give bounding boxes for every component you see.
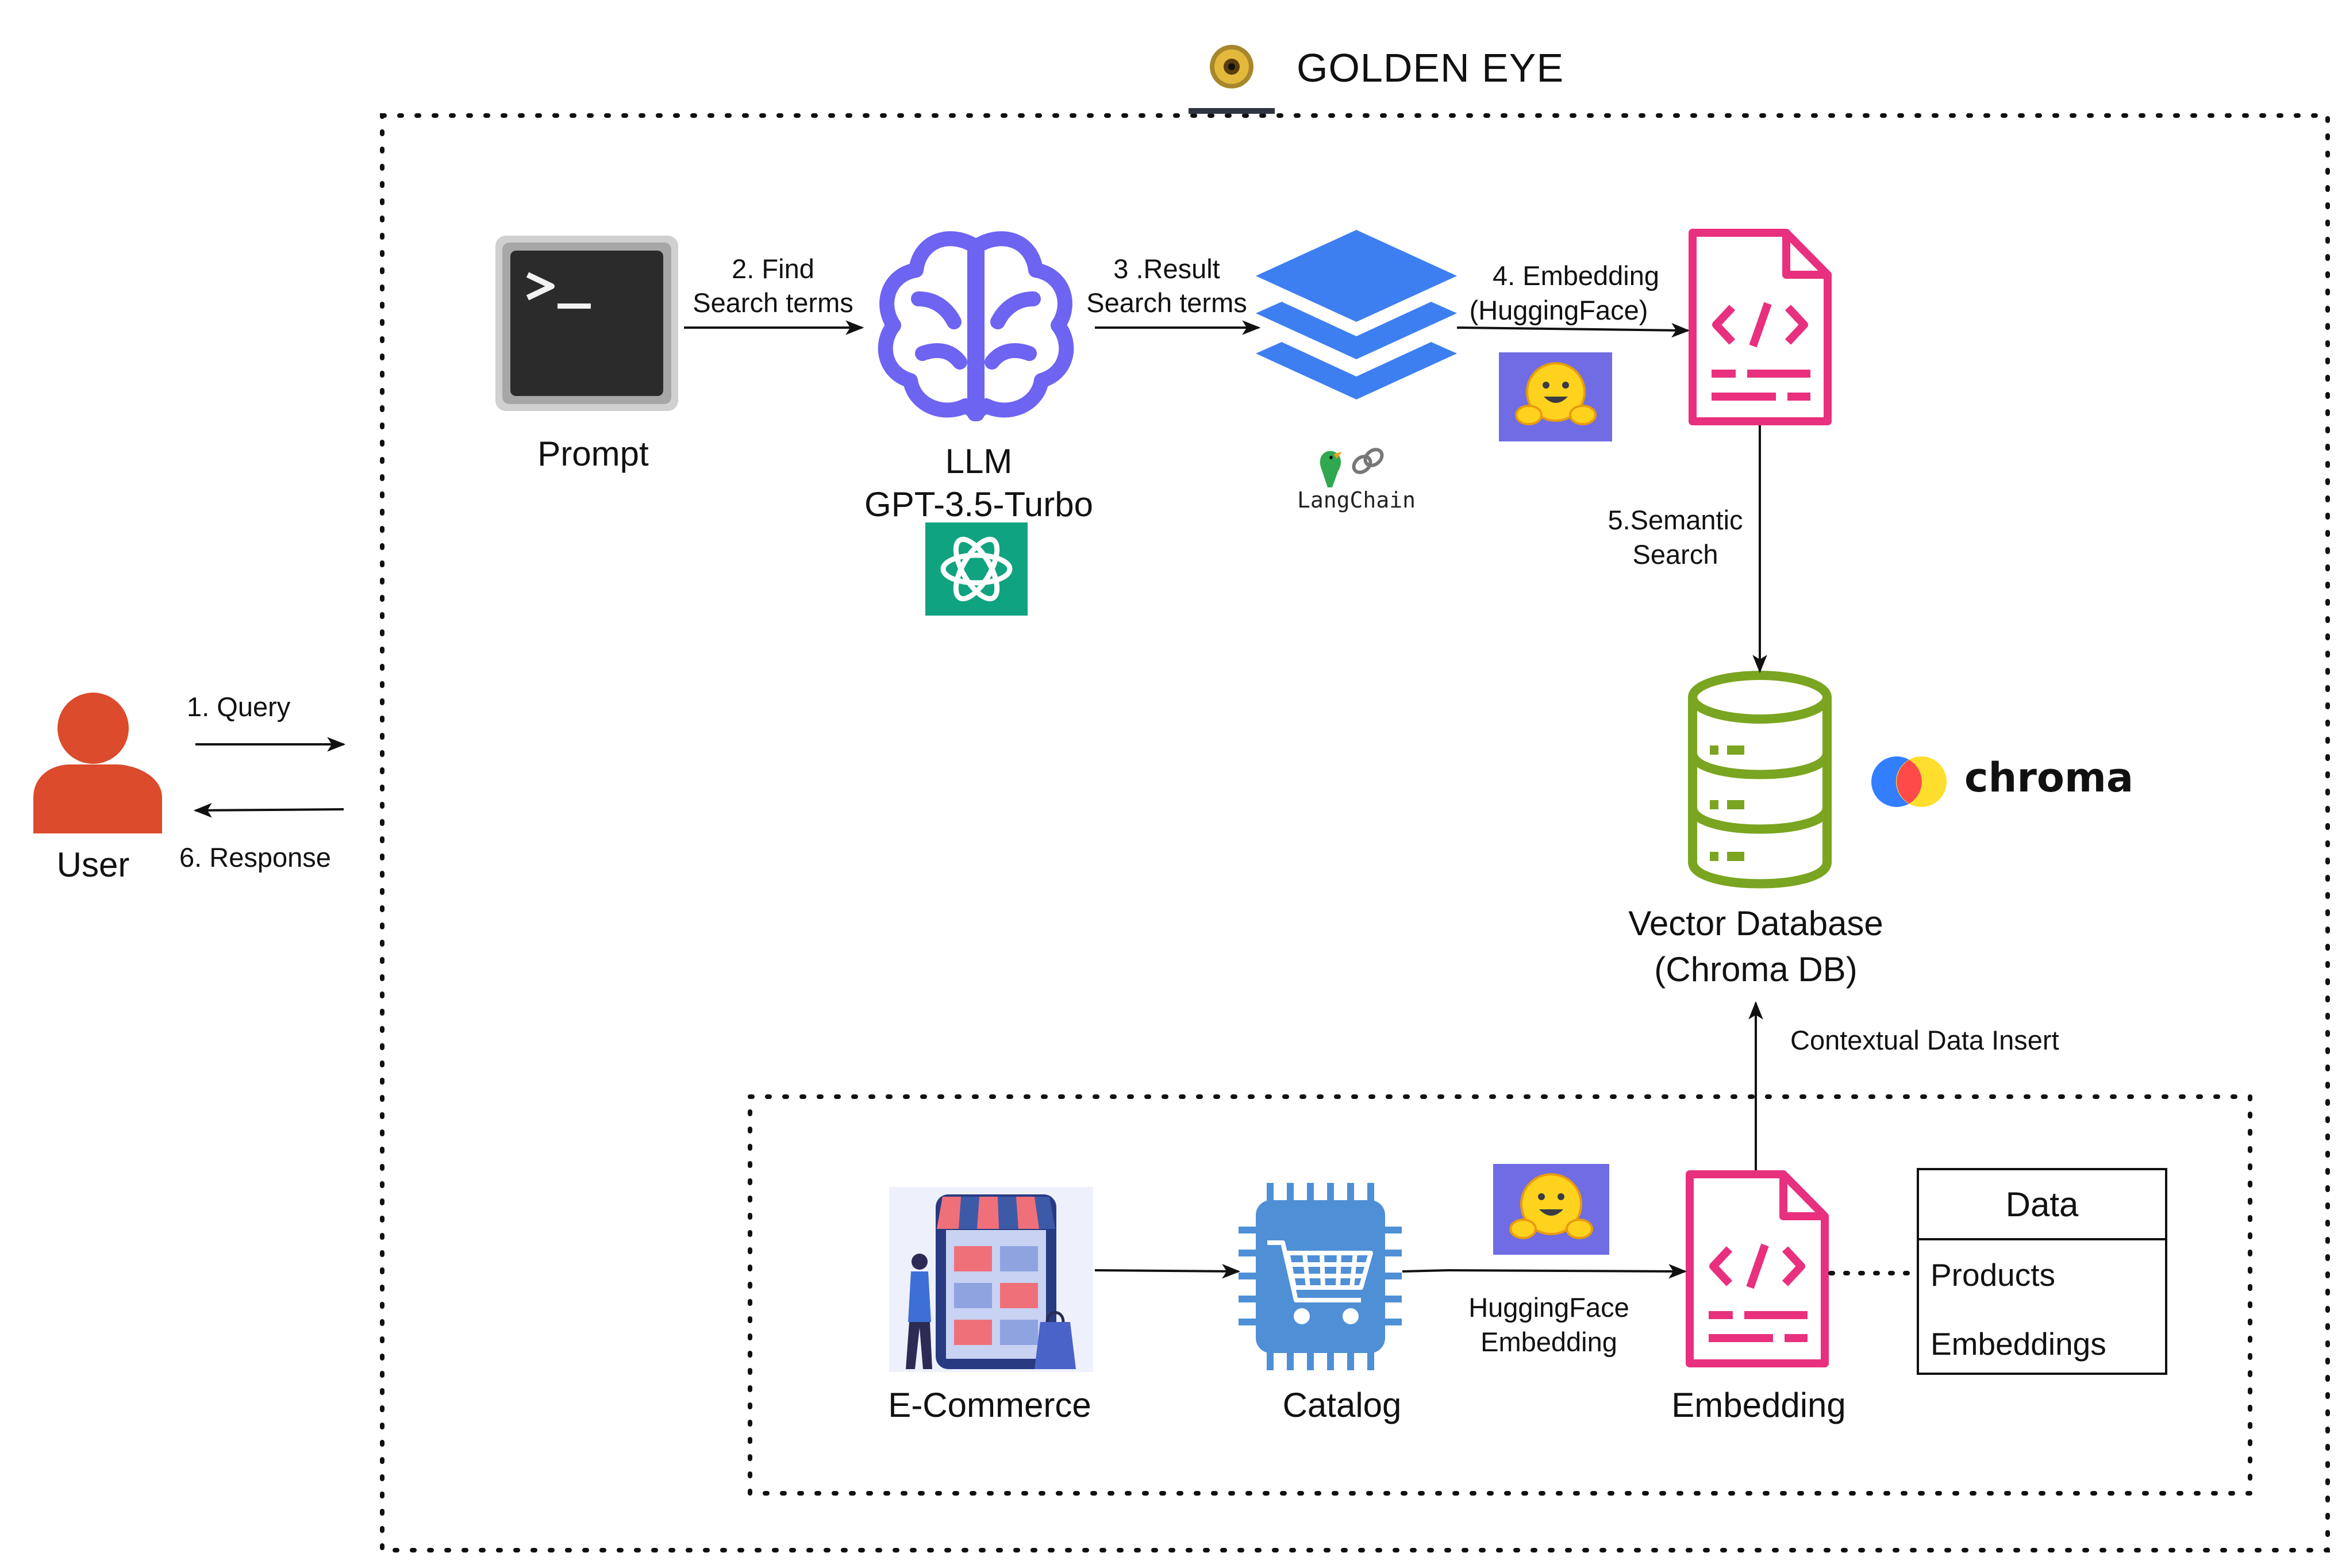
golden-eye-logo-icon — [1189, 45, 1275, 114]
database-icon — [1688, 671, 1832, 889]
vector-db-sublabel: (Chroma DB) — [1654, 950, 1858, 989]
data-table-item-embeddings: Embeddings — [1931, 1326, 2106, 1362]
embedding-step-line2: (HuggingFace) — [1469, 295, 1648, 325]
ecommerce-catalog-arrow — [1094, 1263, 1241, 1279]
page-title: GOLDEN EYE — [1297, 45, 1564, 90]
connectors — [193, 320, 1916, 1279]
langchain-layers-icon — [1256, 230, 1457, 399]
terminal-icon — [495, 236, 678, 411]
chroma-brand-label: chroma — [1964, 754, 2134, 801]
user-icon — [33, 693, 162, 833]
embedding-arrow — [1456, 322, 1690, 338]
user-label: User — [56, 846, 130, 884]
chroma-logo-icon — [1871, 756, 1947, 807]
data-table-item-products: Products — [1931, 1257, 2056, 1293]
llm-model-label: GPT-3.5-Turbo — [864, 485, 1093, 524]
hugging-face-icon — [1493, 1164, 1609, 1255]
semantic-step-line1: 5.Semantic — [1608, 505, 1743, 535]
ecommerce-label: E-Commerce — [888, 1386, 1091, 1424]
prompt-label: Prompt — [537, 435, 649, 473]
vector-db-label: Vector Database — [1628, 904, 1883, 943]
openai-icon — [925, 522, 1028, 616]
data-table: Data Products Embeddings — [1917, 1168, 2167, 1375]
find-step-line1: 2. Find — [732, 253, 814, 284]
query-label: 1. Query — [187, 691, 291, 722]
shopping-cart-chip-icon — [1239, 1183, 1402, 1370]
find-step-line2: Search terms — [693, 287, 853, 318]
brain-icon — [878, 231, 1074, 421]
embedding-step-line1: 4. Embedding — [1492, 260, 1660, 291]
response-label: 6. Response — [179, 842, 331, 873]
semantic-step-line2: Search — [1632, 539, 1718, 570]
langchain-label: LangChain — [1297, 487, 1416, 513]
contextual-insert-label: Contextual Data Insert — [1790, 1025, 2059, 1055]
hf-embedding-line2: Embedding — [1481, 1327, 1617, 1357]
result-step-line2: Search terms — [1086, 287, 1247, 318]
result-step-line1: 3 .Result — [1113, 253, 1220, 284]
code-document-icon — [1689, 229, 1832, 425]
langchain-parrot-icon — [1320, 448, 1384, 487]
hugging-face-icon — [1499, 352, 1612, 441]
catalog-label: Catalog — [1282, 1386, 1402, 1424]
hf-embedding-line1: HuggingFace — [1468, 1292, 1629, 1323]
storefront-icon — [889, 1187, 1093, 1372]
embedding-label: Embedding — [1671, 1386, 1846, 1424]
code-document-icon — [1686, 1170, 1829, 1367]
catalog-embedding-arrow — [1448, 1264, 1687, 1279]
response-arrow — [193, 802, 344, 818]
data-table-header: Data — [1919, 1170, 2165, 1240]
llm-label: LLM — [945, 442, 1013, 481]
